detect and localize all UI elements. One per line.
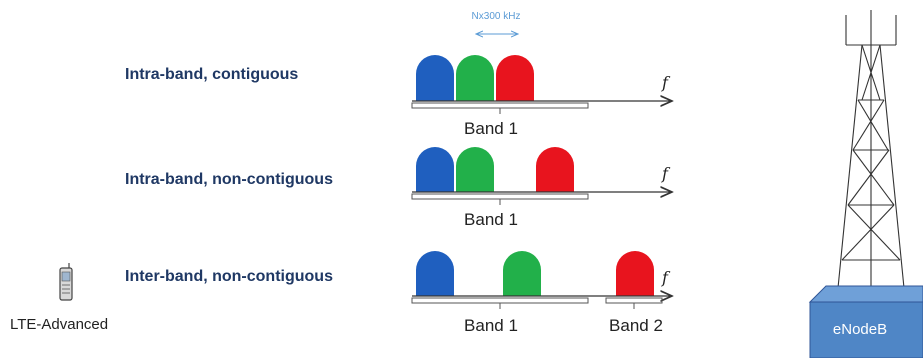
row-label: Intra-band, contiguous	[125, 66, 298, 83]
enodeb-label: eNodeB	[833, 321, 887, 338]
row-intra-band-contiguous: Intra-band, contiguous f Band 1	[125, 55, 672, 138]
carrier-red	[616, 251, 654, 296]
band-1-label: Band 1	[464, 316, 518, 335]
row-label: Intra-band, non-contiguous	[125, 171, 333, 188]
carrier-blue	[416, 55, 454, 101]
band-2-bracket	[605, 297, 663, 304]
carrier-blue	[416, 251, 454, 296]
carrier-red	[536, 147, 574, 192]
band-bracket	[411, 193, 589, 200]
band-1-bracket	[411, 297, 589, 304]
carrier-green	[503, 251, 541, 296]
lte-advanced-device: LTE-Advanced	[10, 263, 108, 333]
row-intra-band-non-contiguous: Intra-band, non-contiguous f Band 1	[125, 147, 672, 229]
cell-tower-icon	[837, 10, 905, 289]
band-bracket	[411, 102, 589, 109]
frequency-symbol: f	[661, 268, 671, 287]
carrier-green	[456, 55, 494, 101]
mobile-phone-icon	[59, 263, 73, 301]
carrier-spacing-annotation: Nx300 kHz	[472, 11, 521, 34]
carrier-spacing-label: Nx300 kHz	[472, 11, 521, 22]
carrier-green	[456, 147, 494, 192]
carrier-blue	[416, 147, 454, 192]
carrier-red	[496, 55, 534, 101]
band-label: Band 1	[464, 210, 518, 229]
row-inter-band-non-contiguous: Inter-band, non-contiguous f Band 1 Band…	[125, 251, 672, 335]
band-label: Band 1	[464, 119, 518, 138]
frequency-symbol: f	[661, 164, 671, 183]
device-label: LTE-Advanced	[10, 316, 108, 333]
band-2-label: Band 2	[609, 316, 663, 335]
row-label: Inter-band, non-contiguous	[125, 268, 333, 285]
frequency-symbol: f	[661, 73, 671, 92]
enodeb-base-station: eNodeB	[808, 10, 923, 358]
enodeb-box: eNodeB	[808, 285, 923, 358]
